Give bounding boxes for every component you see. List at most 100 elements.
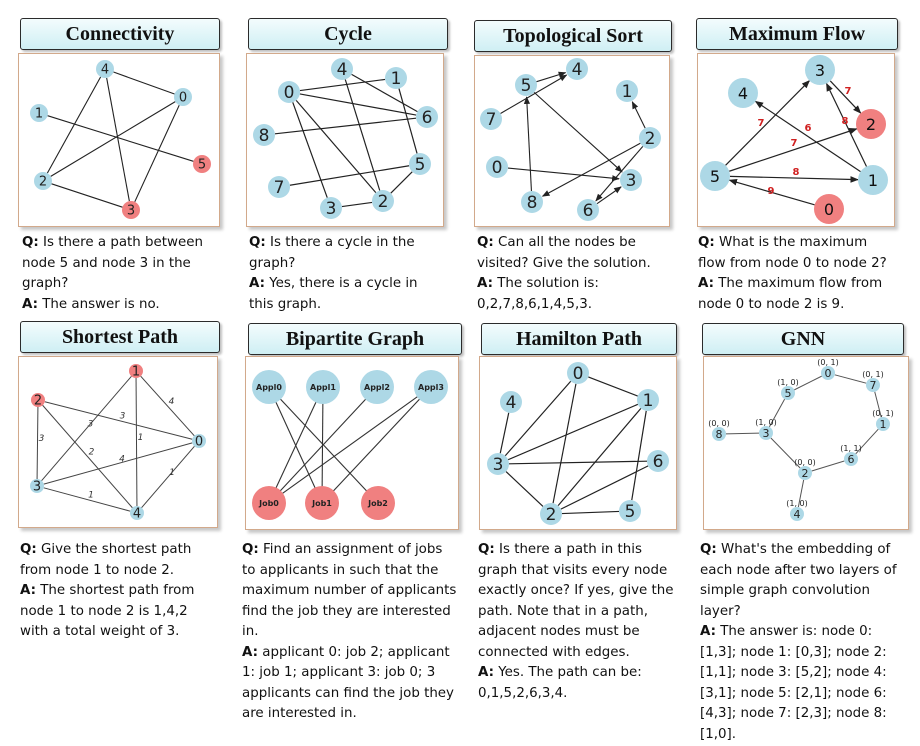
node-label-0: 0 <box>195 435 203 450</box>
node-3 <box>320 197 342 219</box>
edge-2-4 <box>42 404 133 509</box>
answer-label: A: <box>477 276 493 291</box>
question-text: Give the shortest path from node 1 to no… <box>20 542 192 578</box>
node-2 <box>798 466 812 480</box>
edge-3-4 <box>43 487 131 512</box>
node-0 <box>821 366 835 380</box>
qa-shortest-path: Q: Give the shortest path from node 1 to… <box>20 540 218 643</box>
edge-2-3 <box>51 183 123 208</box>
edge-weight-3-0: 4 <box>119 455 125 465</box>
answer-text: The answer is no. <box>42 296 160 312</box>
node-6 <box>844 452 858 466</box>
node-3 <box>759 426 773 440</box>
edge-0-7 <box>834 374 867 384</box>
node-label-1: 1 <box>622 82 633 102</box>
node-4 <box>96 60 114 78</box>
edge-1-0 <box>140 375 195 437</box>
node-6 <box>647 450 669 472</box>
node-label-6: 6 <box>653 452 664 472</box>
question-label: Q: <box>477 235 494 250</box>
edge-2-0 <box>44 401 193 440</box>
edge-3-6 <box>508 460 648 465</box>
node-feature-4: (1, 0) <box>786 499 808 508</box>
node-label-5: 5 <box>198 158 206 173</box>
node-label-3: 3 <box>815 61 825 80</box>
node-label-7: 7 <box>486 110 497 130</box>
qa-gnn: Q: What's the embedding of each node aft… <box>700 540 912 745</box>
edge-weight-1-4: 6 <box>805 123 812 134</box>
node-3 <box>487 453 509 475</box>
node-5 <box>619 500 641 522</box>
answer-text: applicant 0: job 2; applicant 1: job 1; … <box>242 644 454 722</box>
node-label-3: 3 <box>33 480 41 495</box>
edge-0-3 <box>134 104 180 203</box>
edge-1-2 <box>557 407 642 507</box>
edge-weight-1-4: 1 <box>138 433 144 443</box>
edge-0-5 <box>794 375 822 391</box>
node-1 <box>616 80 638 102</box>
edge-1-4 <box>754 100 861 173</box>
question-text: Can all the nodes be visited? Give the s… <box>477 235 651 271</box>
answer-label: A: <box>478 665 494 680</box>
node-label-2: 2 <box>802 467 809 480</box>
question-label: Q: <box>478 542 495 557</box>
answer-text: The answer is: node 0: [1,3]; node 1: [0… <box>700 624 887 742</box>
answer-text: The maximum flow from node 0 to node 2 i… <box>698 276 883 312</box>
edge-4-6 <box>351 73 418 113</box>
edge-6-3 <box>596 186 622 205</box>
node-0 <box>567 362 589 384</box>
edge-0-1 <box>588 376 638 397</box>
edge-3-2 <box>829 80 862 114</box>
edge-0-5 <box>728 179 815 206</box>
node-Job0 <box>252 486 286 520</box>
node-label-4: 4 <box>101 63 109 78</box>
node-7 <box>268 176 290 198</box>
node-2 <box>31 393 45 407</box>
node-feature-2: (0, 0) <box>794 458 816 467</box>
node-feature-6: (1, 1) <box>840 444 862 453</box>
edge-weight-5-1: 8 <box>793 167 800 178</box>
node-label-2: 2 <box>39 175 47 190</box>
node-0 <box>278 81 300 103</box>
panel-title-shortest-path: Shortest Path <box>20 321 220 353</box>
edge-8-5 <box>523 96 532 192</box>
node-label-0: 0 <box>824 200 834 219</box>
node-0 <box>174 88 192 106</box>
node-1 <box>30 104 48 122</box>
node-label-Appl1: Appl1 <box>310 383 336 392</box>
node-label-5: 5 <box>625 502 636 522</box>
node-label-5: 5 <box>521 76 532 96</box>
question-text: What is the maximum flow from node 0 to … <box>698 235 887 271</box>
question-label: Q: <box>242 542 259 557</box>
node-label-4: 4 <box>506 393 517 413</box>
node-label-0: 0 <box>284 83 295 103</box>
node-5 <box>700 161 730 191</box>
node-6 <box>416 106 438 128</box>
node-feature-3: (1, 0) <box>755 418 777 427</box>
panel-title-connectivity: Connectivity <box>20 18 220 50</box>
node-label-1: 1 <box>643 391 654 411</box>
node-label-1: 1 <box>868 171 878 190</box>
node-label-1: 1 <box>880 418 887 431</box>
node-2 <box>540 503 562 525</box>
node-8 <box>712 427 726 441</box>
edge-weight-2-3: 3 <box>39 434 45 444</box>
node-4 <box>130 506 144 520</box>
edge-0-3 <box>292 102 328 198</box>
node-6 <box>577 199 599 221</box>
node-label-2: 2 <box>378 192 389 212</box>
question-text: What's the embedding of each node after … <box>700 542 897 619</box>
edge-8-6 <box>274 117 417 135</box>
panel-title-topological-sort: Topological Sort <box>474 20 672 52</box>
panel-title-bipartite-graph: Bipartite Graph <box>248 323 462 355</box>
node-label-1: 1 <box>35 107 43 122</box>
edge-weight-1-3: 3 <box>88 420 94 430</box>
node-Appl2 <box>360 370 394 404</box>
panel-title-maximum-flow: Maximum Flow <box>696 18 898 50</box>
edge-1-3 <box>507 403 639 461</box>
answer-text: The solution is: 0,2,7,8,6,1,4,5,3. <box>477 276 599 312</box>
edge-2-4 <box>797 479 805 508</box>
